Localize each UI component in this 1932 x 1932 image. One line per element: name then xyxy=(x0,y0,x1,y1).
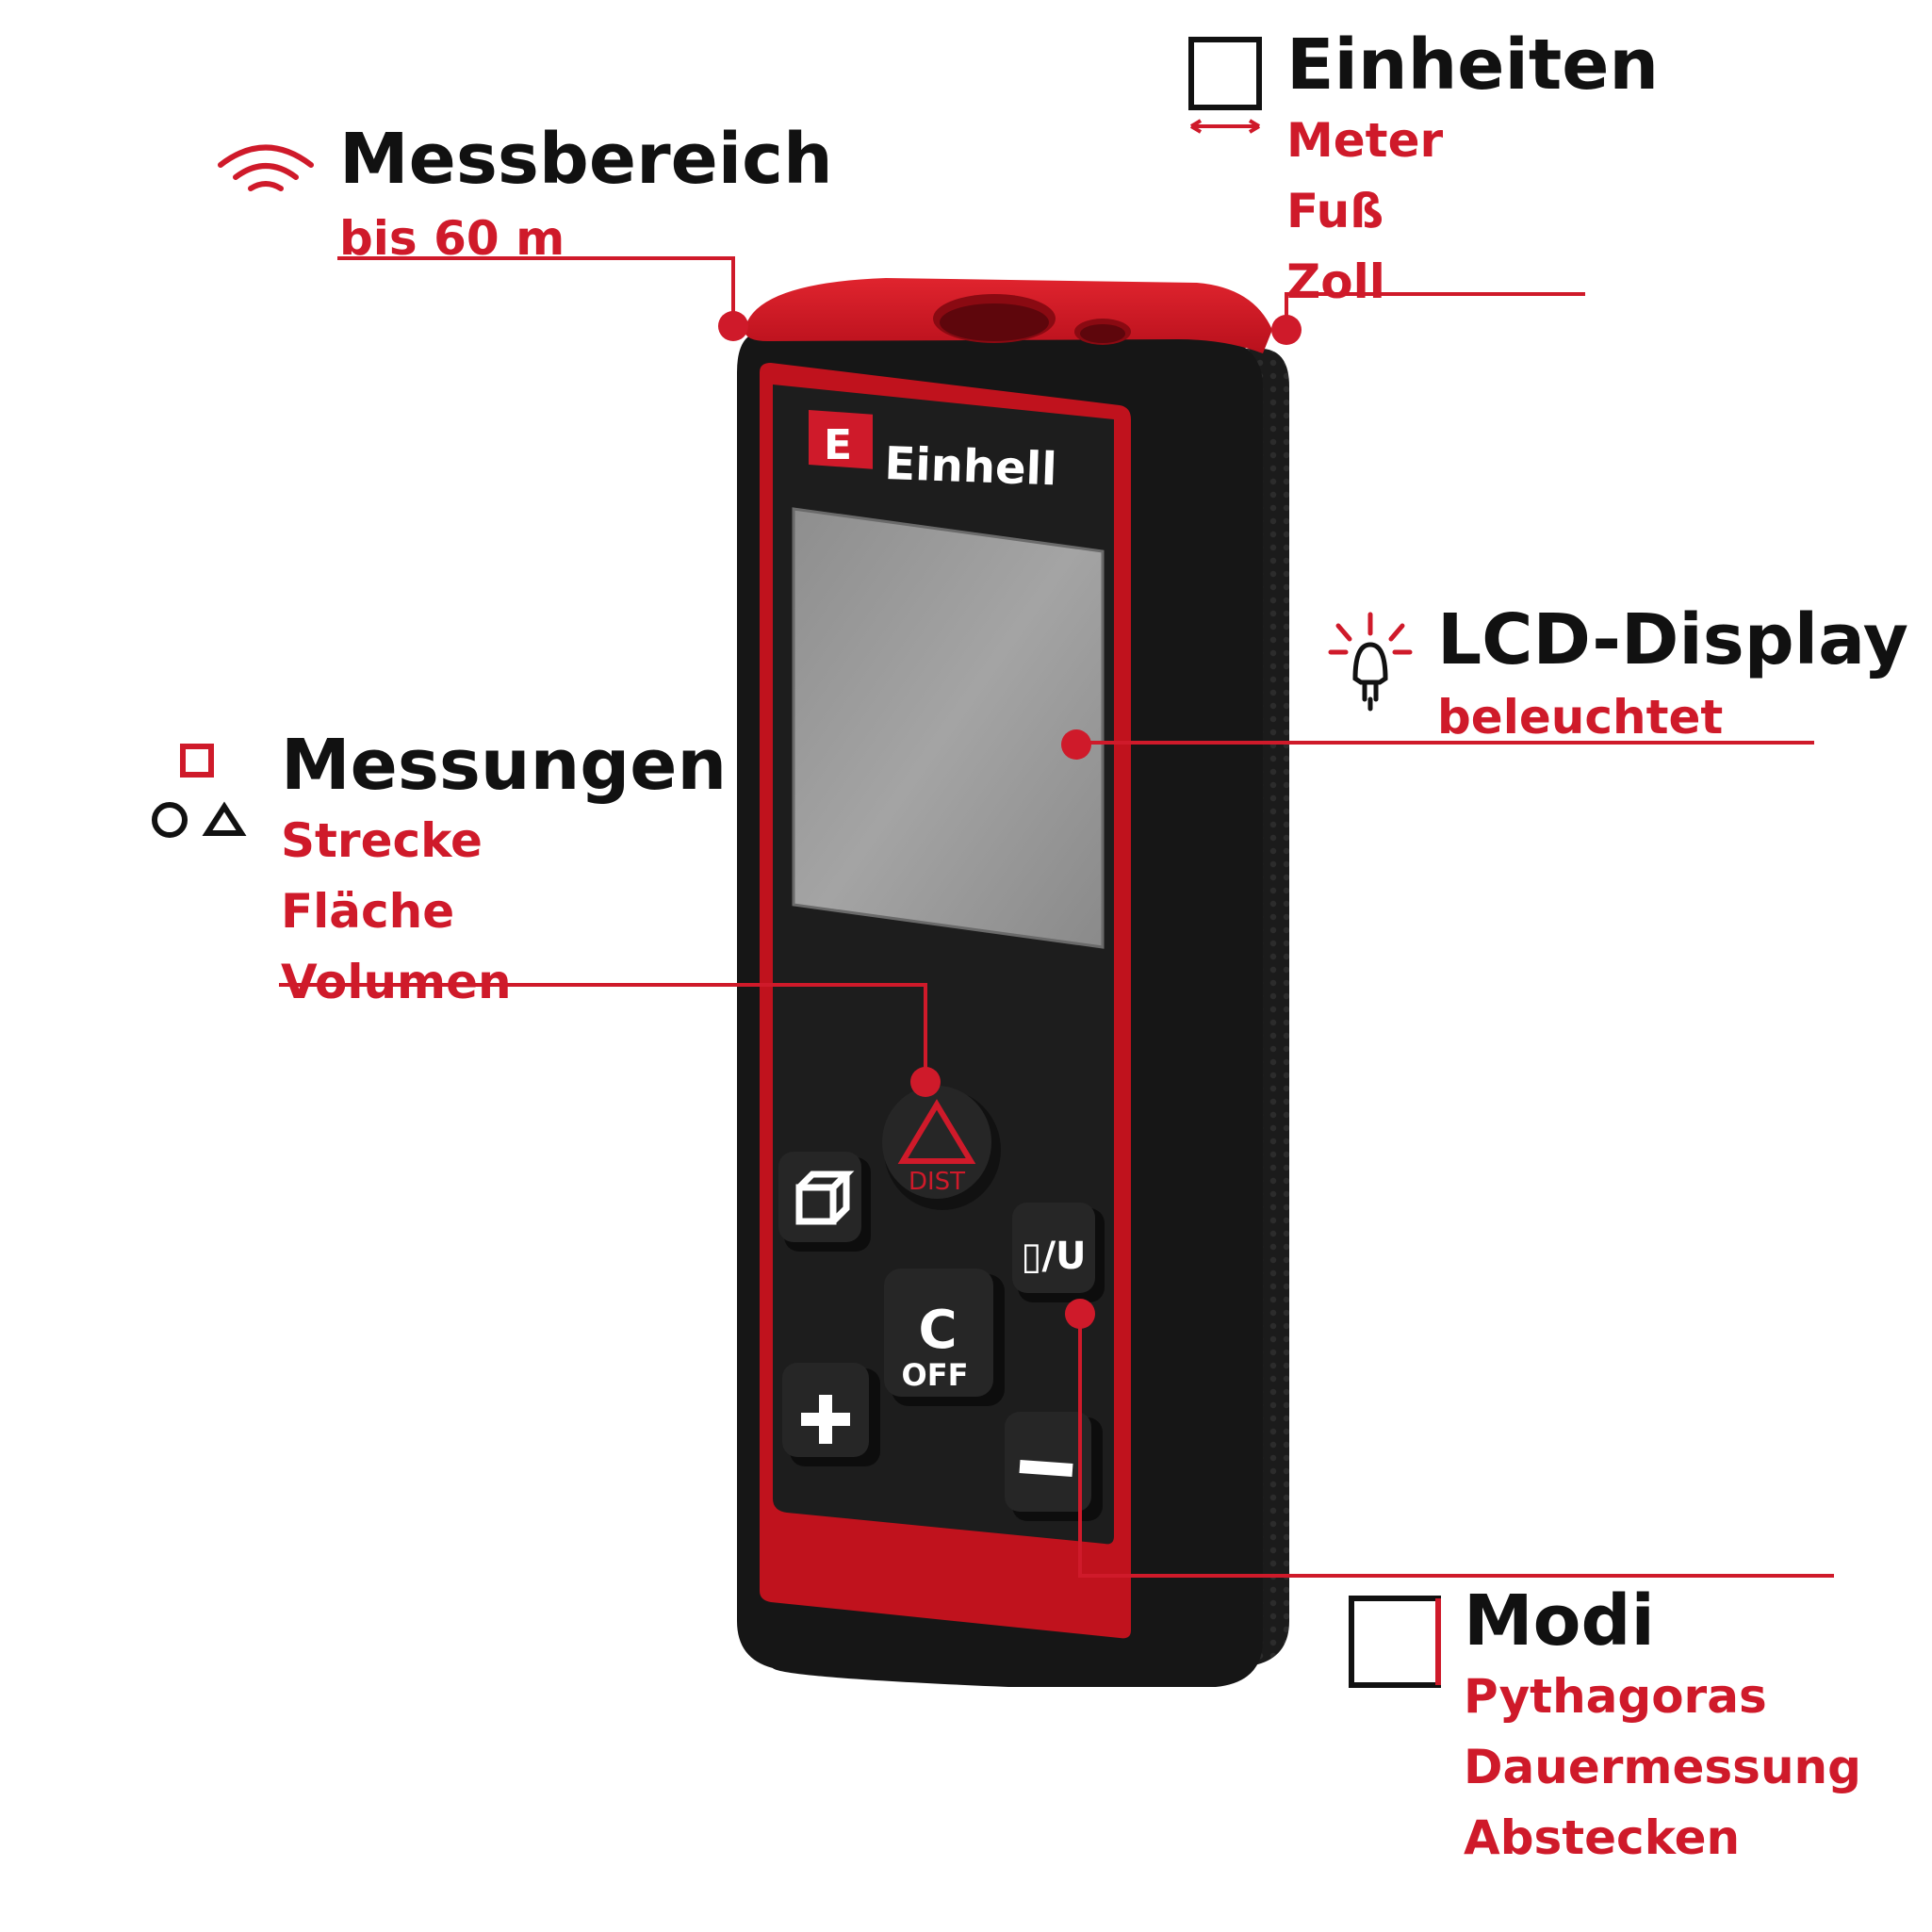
square-measure-icon xyxy=(1188,37,1262,134)
lcd-screen xyxy=(792,507,1105,949)
callout-line: Zoll xyxy=(1286,254,1385,309)
light-bulb-icon xyxy=(1328,612,1413,712)
callout-lcd-display: LCD-Display beleuchtet xyxy=(1437,605,1908,747)
einhell-logo: E Einhell xyxy=(809,409,1058,496)
callout-line: beleuchtet xyxy=(1437,690,1724,745)
callout-title: Einheiten xyxy=(1286,25,1660,106)
plus-button[interactable] xyxy=(782,1363,880,1466)
laser-warning-icon xyxy=(897,1099,976,1164)
dist-button[interactable]: DIST xyxy=(882,1086,1001,1210)
unit-button[interactable]: ▯/U xyxy=(1012,1203,1105,1302)
callout-line: Fuß xyxy=(1286,184,1384,238)
callout-messungen: Messungen Strecke Fläche Volumen xyxy=(281,730,727,1012)
logo-wordmark: Einhell xyxy=(884,437,1058,496)
square-icon xyxy=(1349,1596,1441,1688)
callout-modi: Modi Pythagoras Dauermessung Abstecken xyxy=(1464,1586,1861,1868)
leader-lines xyxy=(279,256,1834,1578)
callout-messbereich: Messbereich bis 60 m xyxy=(339,124,833,269)
callout-line: Dauermessung xyxy=(1464,1740,1861,1794)
callout-title: Modi xyxy=(1464,1580,1655,1662)
clear-off-button[interactable]: C OFF xyxy=(884,1269,1005,1406)
cube-icon xyxy=(795,1171,855,1225)
callout-title: Messungen xyxy=(281,725,728,806)
dist-label: DIST xyxy=(909,1168,965,1196)
callout-line: Abstecken xyxy=(1464,1810,1741,1865)
callout-title: Messbereich xyxy=(339,119,833,200)
callout-line: Strecke xyxy=(281,813,483,868)
callout-line: Meter xyxy=(1286,113,1444,168)
logo-letter: E xyxy=(824,421,852,469)
callout-line: Pythagoras xyxy=(1464,1669,1767,1724)
callout-line: Fläche xyxy=(281,884,455,939)
leader-dots xyxy=(718,311,1302,1329)
off-label: OFF xyxy=(902,1357,969,1393)
minus-button[interactable] xyxy=(1005,1412,1103,1521)
callout-line: bis 60 m xyxy=(339,211,565,266)
minus-icon xyxy=(1019,1460,1073,1477)
shapes-icon xyxy=(152,744,247,838)
callout-title: LCD-Display xyxy=(1437,599,1909,680)
clear-label: C xyxy=(918,1300,957,1361)
plus-icon xyxy=(801,1395,850,1444)
callout-einheiten: Einheiten Meter Fuß Zoll xyxy=(1286,30,1659,312)
signal-waves-icon xyxy=(218,144,314,191)
callout-line: Volumen xyxy=(281,955,512,1009)
unit-label: ▯/U xyxy=(1021,1235,1086,1278)
volume-button[interactable] xyxy=(778,1152,871,1252)
